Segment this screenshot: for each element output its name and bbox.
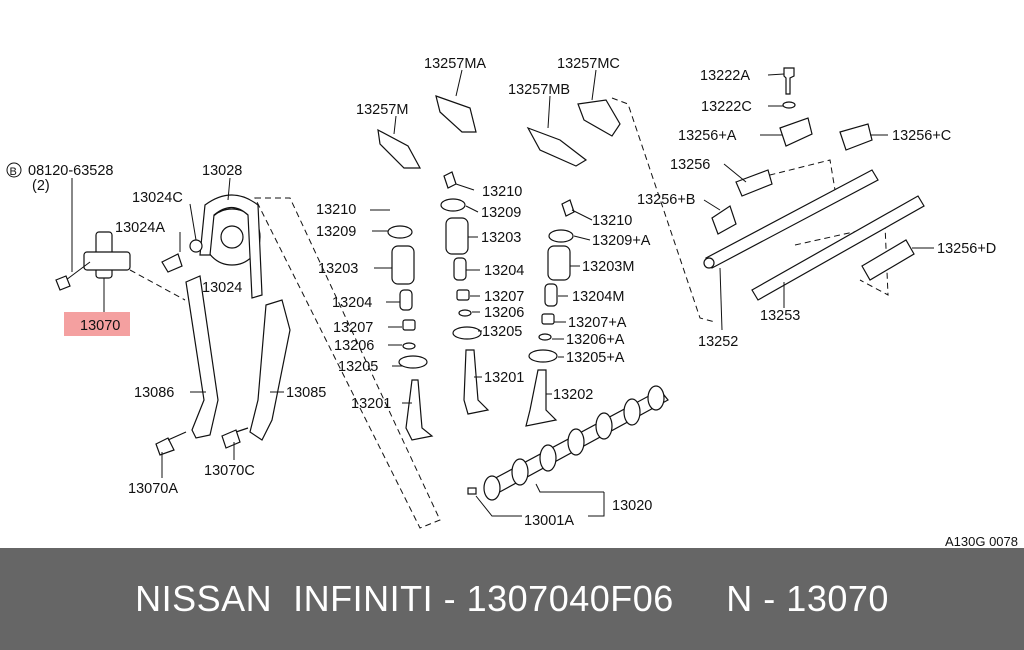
label-13205pA: 13205+A xyxy=(566,350,625,366)
chain-tensioner-13085 xyxy=(249,299,291,441)
label-13210-center: 13210 xyxy=(482,184,522,200)
rocker-shaft-13252-end xyxy=(703,257,715,269)
valve-stack-right xyxy=(525,199,575,427)
label-13256pD: 13256+D xyxy=(937,241,996,257)
label-13024: 13024 xyxy=(202,280,242,296)
label-13206-center: 13206 xyxy=(484,305,524,321)
retainer-13256-D xyxy=(861,239,915,281)
label-13203M: 13203M xyxy=(582,259,634,275)
footer-caption: NISSAN INFINITI - 1307040F06 N - 13070 xyxy=(135,578,889,619)
label-13207-left: 13207 xyxy=(333,320,373,336)
label-13257MB: 13257MB xyxy=(508,82,570,98)
label-13086: 13086 xyxy=(134,385,174,401)
label-13252: 13252 xyxy=(698,334,738,350)
valve-stack-center xyxy=(440,171,490,415)
label-13210-left: 13210 xyxy=(316,202,356,218)
label-13202: 13202 xyxy=(553,387,593,403)
highlight-13070 xyxy=(64,312,130,336)
label-13256pA: 13256+A xyxy=(678,128,737,144)
tensioner-leader xyxy=(129,269,186,301)
bolt-symbol-letter: B xyxy=(10,166,17,178)
label-13203-center: 13203 xyxy=(481,230,521,246)
label-13222A: 13222A xyxy=(700,68,750,84)
label-13204-left: 13204 xyxy=(332,295,372,311)
label-layer: 13070 xyxy=(80,318,120,334)
camshaft xyxy=(467,385,669,501)
label-13222C: 13222C xyxy=(701,99,752,115)
bolt-13222A xyxy=(783,67,795,95)
label-13001A: 13001A xyxy=(524,513,574,529)
rocker-group-outline xyxy=(611,97,716,323)
retainer-13256 xyxy=(735,169,773,197)
label-13024A: 13024A xyxy=(115,220,165,236)
label-13205-center: 13205 xyxy=(482,324,522,340)
label-13257MA: 13257MA xyxy=(424,56,486,72)
rocker-arm-13257MB xyxy=(526,126,588,167)
valve-stack-left xyxy=(387,225,434,441)
retainer-13256-B xyxy=(711,205,737,235)
rocker-arm-13257MC xyxy=(577,99,621,137)
shaft-group-outline xyxy=(749,159,889,296)
label-13203-left: 13203 xyxy=(318,261,358,277)
label-13204-center: 13204 xyxy=(484,263,524,279)
bolt-symbol-circle xyxy=(6,162,22,178)
retainer-13256-A xyxy=(779,117,813,147)
footer-banner: NISSAN INFINITI - 1307040F06 N - 13070 xyxy=(0,548,1024,650)
label-13257M: 13257M xyxy=(356,102,408,118)
label-13209-left: 13209 xyxy=(316,224,356,240)
label-13024C: 13024C xyxy=(132,190,183,206)
retainer-13256-C xyxy=(839,123,873,151)
timing-chain xyxy=(199,194,263,299)
label-13028: 13028 xyxy=(202,163,242,179)
label-13209-center: 13209 xyxy=(481,205,521,221)
label-13201-center: 13201 xyxy=(484,370,524,386)
diagram-code: A130G 0078 xyxy=(944,534,1018,549)
bolt-13024A xyxy=(161,253,183,273)
label-13205-left: 13205 xyxy=(338,359,378,375)
label-13253: 13253 xyxy=(760,308,800,324)
label-13256pB: 13256+B xyxy=(637,192,695,208)
rocker-arm-13257M xyxy=(377,128,422,169)
label-08120-63528: 08120-63528 xyxy=(28,163,113,179)
bolt-08120 xyxy=(55,275,71,291)
label-08120-qty: (2) xyxy=(32,178,50,194)
leader-lines xyxy=(103,69,934,517)
label-13207pA: 13207+A xyxy=(568,315,627,331)
label-13201-left: 13201 xyxy=(351,396,391,412)
label-13085: 13085 xyxy=(286,385,326,401)
label-13210-right: 13210 xyxy=(592,213,632,229)
rocker-shaft-13253 xyxy=(751,195,925,301)
bolt-13070C xyxy=(221,427,249,449)
label-13256pC: 13256+C xyxy=(892,128,951,144)
label-13070A: 13070A xyxy=(128,481,178,497)
label-13070: 13070 xyxy=(80,318,120,334)
label-13206pA: 13206+A xyxy=(566,332,625,348)
label-13206-left: 13206 xyxy=(334,338,374,354)
label-13020: 13020 xyxy=(612,498,652,514)
label-13209pA: 13209+A xyxy=(592,233,651,249)
parts-diagram: 13257MA 13257MC 13257MB 13257M 13222A 13… xyxy=(6,56,996,529)
chain-guide-13086 xyxy=(185,275,219,439)
label-13070C: 13070C xyxy=(204,463,255,479)
rocker-arm-13257MA xyxy=(435,95,477,133)
cylinder-head-outline xyxy=(254,197,441,529)
label-13204M: 13204M xyxy=(572,289,624,305)
label-13207-center: 13207 xyxy=(484,289,524,305)
label-13256: 13256 xyxy=(670,157,710,173)
label-13257MC: 13257MC xyxy=(557,56,620,72)
washer-13222C xyxy=(782,101,796,109)
bolt-13070A xyxy=(155,431,187,456)
